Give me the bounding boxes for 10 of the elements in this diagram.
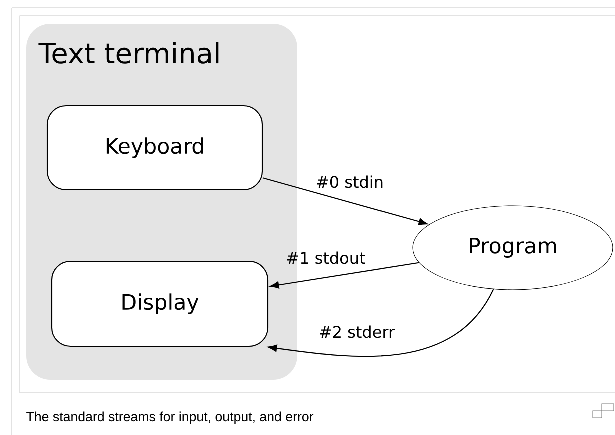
edge-label: #0 stdin	[317, 176, 383, 188]
edge-label: #2 stderr	[320, 326, 396, 338]
device-box: Display	[51, 260, 269, 348]
arrow	[262, 178, 428, 226]
edge-label: #1 stdout	[287, 252, 366, 264]
arrow	[270, 262, 420, 289]
device-box: Keyboard	[46, 105, 264, 191]
arrow	[268, 289, 494, 358]
group-title: Text terminal	[38, 42, 219, 64]
caption: The standard streams for input, output, and error	[26, 412, 314, 424]
